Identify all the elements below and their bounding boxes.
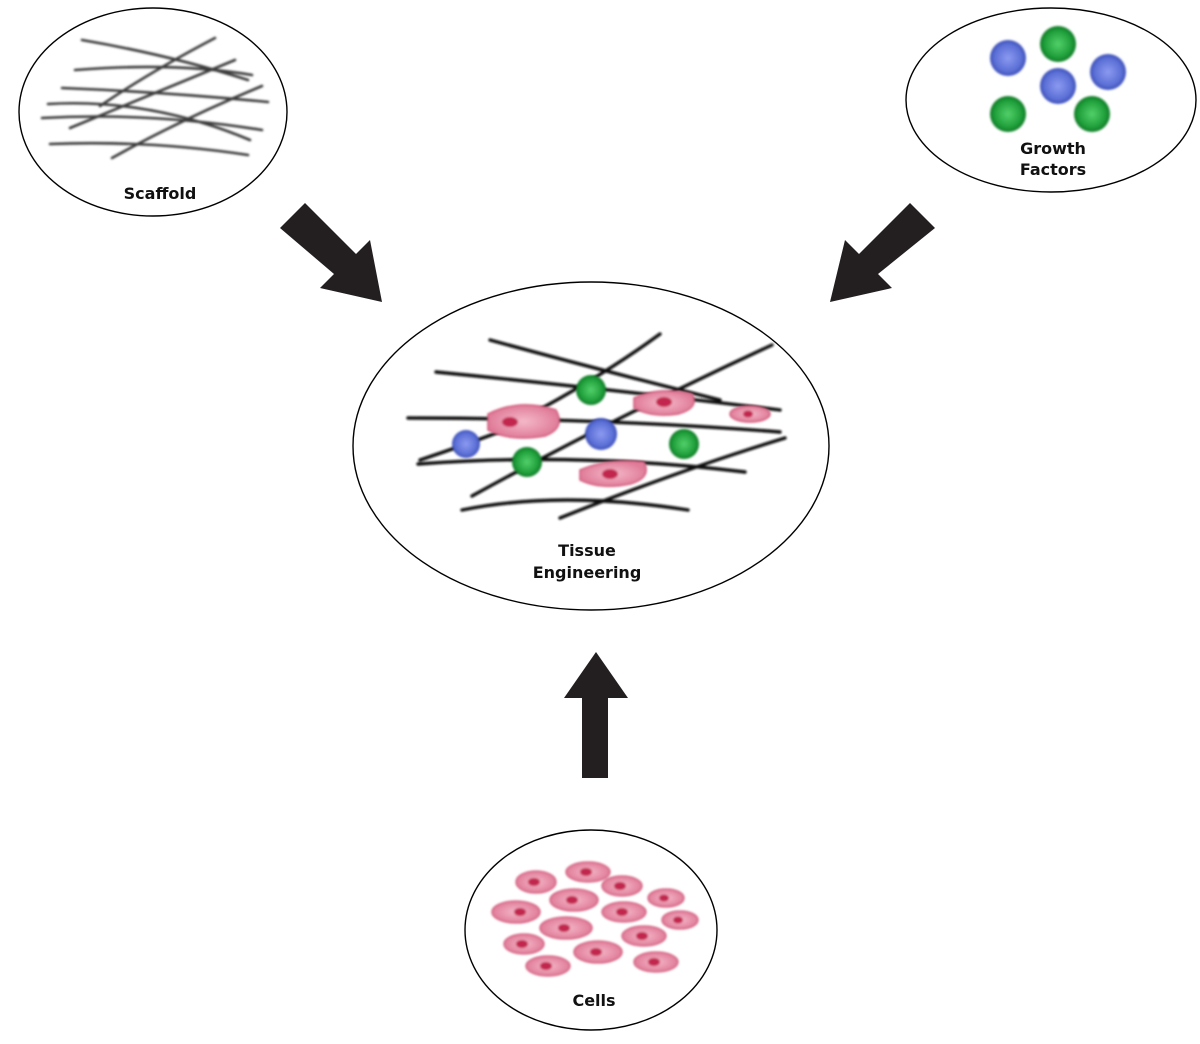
- growth-factor-blue: [585, 418, 617, 450]
- cell: [729, 405, 771, 423]
- cell: [525, 955, 571, 977]
- cell: [539, 916, 593, 940]
- cell: [491, 900, 541, 924]
- tissue-growth-factors: [452, 375, 699, 477]
- cell: [633, 951, 679, 973]
- tissue-cells: [487, 390, 771, 487]
- growth-factor-green: [1040, 26, 1076, 62]
- cell: [601, 875, 643, 897]
- growth-factor-blue: [1090, 54, 1126, 90]
- tissue-engineering-node: Tissue Engineering: [352, 281, 830, 611]
- growth-factors-node: Growth Factors: [905, 7, 1197, 193]
- growth-factor-blue: [1040, 68, 1076, 104]
- arrow-cells-to-tissue: [564, 652, 628, 778]
- cell: [621, 925, 667, 947]
- growth-factor-molecules: [990, 26, 1126, 132]
- growth-factor-green: [576, 375, 606, 405]
- arrow-growth-factors-to-tissue: [830, 203, 935, 302]
- arrows: [280, 203, 935, 778]
- cell: [503, 933, 545, 955]
- cells-label: Cells: [572, 991, 615, 1010]
- growth-factor-green: [1074, 96, 1110, 132]
- growth-factors-label-line1: Growth: [1020, 139, 1086, 158]
- scaffold-node: Scaffold: [18, 7, 288, 217]
- growth-factor-green: [512, 447, 542, 477]
- cell: [601, 901, 647, 923]
- tissue-engineering-label-line1: Tissue: [558, 541, 616, 560]
- tissue-engineering-label-line2: Engineering: [533, 563, 642, 582]
- cell: [573, 940, 623, 964]
- scaffold-label: Scaffold: [124, 184, 197, 203]
- cell: [647, 888, 685, 908]
- cell: [487, 404, 560, 439]
- cell: [661, 910, 699, 930]
- growth-factor-green: [990, 96, 1026, 132]
- growth-factor-blue: [990, 40, 1026, 76]
- cell: [565, 861, 611, 883]
- cell: [579, 460, 647, 487]
- cell: [515, 870, 557, 894]
- growth-factor-green: [669, 429, 699, 459]
- growth-factors-label-line2: Factors: [1020, 160, 1086, 179]
- cell: [633, 390, 695, 416]
- growth-factor-blue: [452, 430, 480, 458]
- arrow-scaffold-to-tissue: [280, 203, 382, 302]
- scaffold-fibers: [40, 36, 270, 160]
- cell-cluster: [491, 861, 699, 977]
- cell: [549, 888, 599, 912]
- scaffold-circle: [18, 7, 288, 217]
- cells-node: Cells: [464, 829, 718, 1031]
